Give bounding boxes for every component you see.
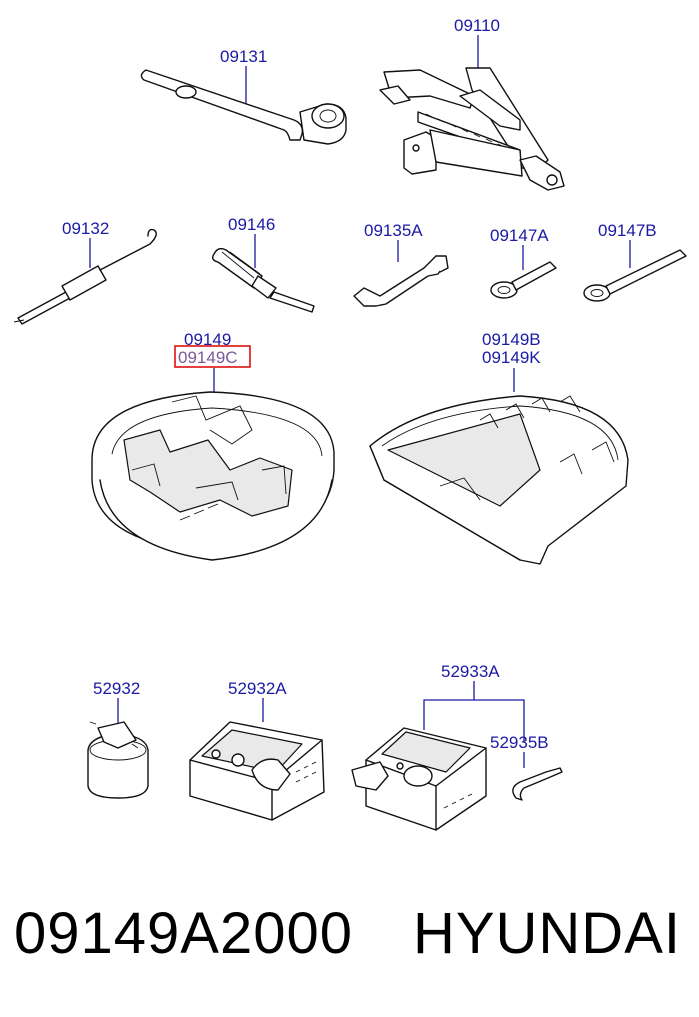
scissor-jack-drawing[interactable] [379,67,565,191]
lug-wrench-drawing[interactable] [140,69,347,145]
highlight-box [174,345,251,368]
hook-tool-drawing[interactable] [13,228,157,325]
label-09135A[interactable]: 09135A [364,221,423,240]
compressor-kit-drawing[interactable] [351,727,487,831]
parts-diagram: 09110 09131 09132 09146 09135A 09147A 09… [13,16,687,831]
eye-bolt-short-drawing[interactable] [490,261,557,299]
spanner-drawing[interactable] [353,255,449,307]
label-09149B[interactable]: 09149B [482,330,541,349]
compressor-drawing[interactable] [189,721,325,821]
label-09147B[interactable]: 09147B [598,221,657,240]
label-09110[interactable]: 09110 [454,16,500,35]
eye-bolt-long-drawing[interactable] [583,249,687,302]
label-09131[interactable]: 09131 [220,47,267,66]
screwdriver-drawing[interactable] [211,247,315,313]
label-52933A[interactable]: 52933A [441,662,500,681]
sealant-bottle-drawing[interactable] [87,721,149,799]
part-number: 09149A2000 [14,901,353,966]
hose-drawing[interactable] [512,767,563,801]
rectangular-tool-tray-drawing[interactable] [369,395,629,565]
label-09149[interactable]: 09149 [184,330,231,349]
label-09146[interactable]: 09146 [228,215,275,234]
label-52932[interactable]: 52932 [93,679,140,698]
label-52935B[interactable]: 52935B [490,733,549,752]
label-09147A[interactable]: 09147A [490,226,549,245]
label-09149C[interactable]: 09149C [178,348,238,367]
label-52932A[interactable]: 52932A [228,679,287,698]
round-tool-tray-drawing[interactable] [91,391,335,561]
label-09149K[interactable]: 09149K [482,348,541,367]
label-09132[interactable]: 09132 [62,219,109,238]
brand-name: HYUNDAI [412,901,681,966]
